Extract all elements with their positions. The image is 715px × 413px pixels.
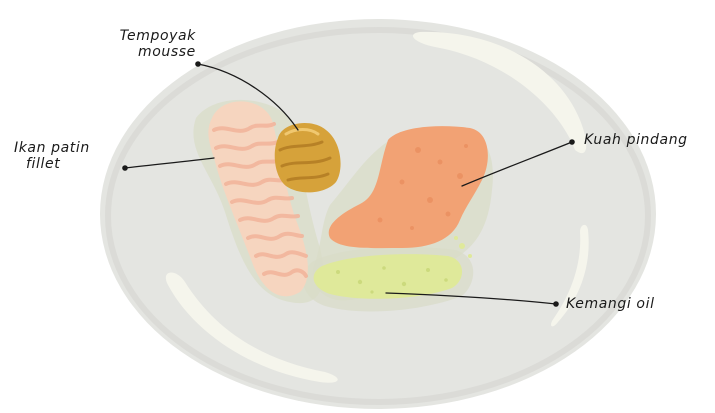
label-ikan-line-2: fillet [26, 156, 90, 172]
label-kuah-pindang: Kuah pindang [584, 132, 688, 148]
label-kemangi-line-1: Kemangi oil [566, 296, 655, 312]
leader-dot-kemangi [553, 301, 559, 307]
label-tempoyak-line-2: mousse [138, 44, 196, 60]
label-ikan-patin-fillet: Ikan patin fillet [14, 140, 90, 172]
leader-dot-ikan [122, 165, 128, 171]
label-ikan-line-1: Ikan patin [14, 140, 90, 156]
leader-dot-kuah [569, 139, 575, 145]
label-tempoyak-line-1: Tempoyak [84, 28, 196, 44]
label-kemangi-oil: Kemangi oil [566, 296, 655, 312]
leader-dot-tempoyak [195, 61, 201, 67]
label-kuah-line-1: Kuah pindang [584, 132, 688, 148]
label-tempoyak-mousse: Tempoyak mousse [84, 28, 196, 60]
